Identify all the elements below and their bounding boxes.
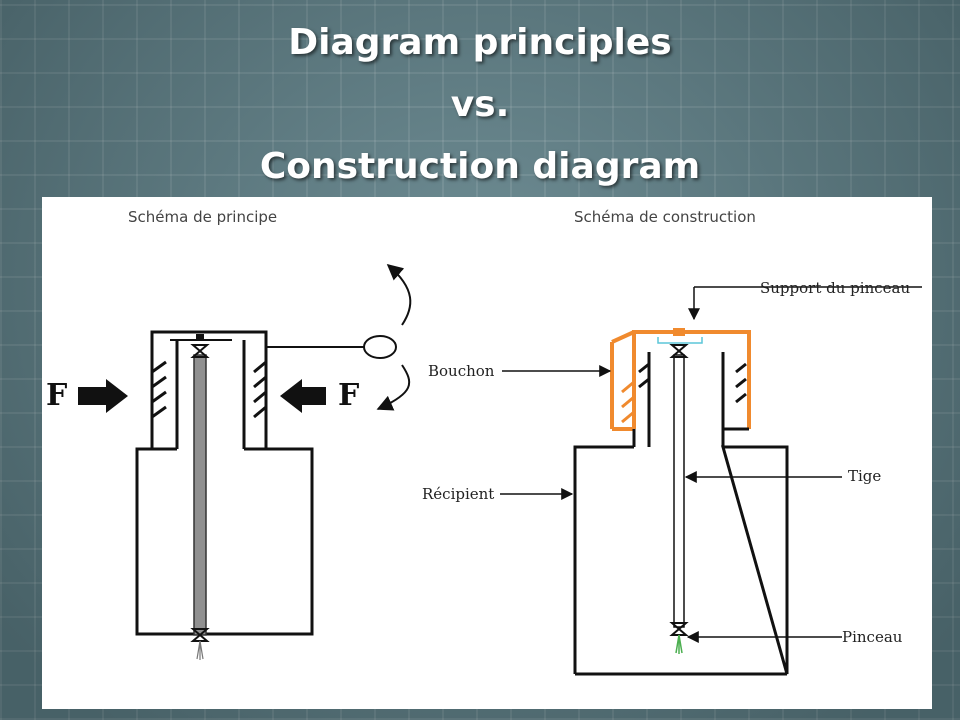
- construction-diagram: Schéma de construction: [422, 208, 922, 676]
- principle-bottom-joint: [190, 628, 210, 642]
- construction-brush-support: [657, 337, 703, 344]
- force-arrow-right: [280, 379, 326, 413]
- construction-thread: [638, 362, 747, 404]
- construction-brush: [675, 634, 683, 654]
- construction-top-joint: [669, 344, 689, 358]
- principle-thread-right: [253, 360, 267, 419]
- construction-cap: [632, 330, 751, 429]
- rotation-arrow-up: [386, 263, 412, 326]
- diagram-panel: Schéma de principe: [42, 197, 932, 709]
- force-arrow-left: [78, 379, 128, 413]
- label-support: Support du pinceau: [760, 279, 910, 297]
- construction-caption: Schéma de construction: [574, 208, 756, 226]
- rotation-arrow-down: [376, 364, 411, 411]
- principle-caption: Schéma de principe: [128, 208, 277, 226]
- force-label-right: F: [338, 378, 359, 413]
- label-bouchon: Bouchon: [428, 362, 495, 380]
- principle-rod: [193, 354, 207, 636]
- principle-top-joint: [190, 344, 210, 358]
- construction-bottom-joint: [669, 622, 689, 636]
- title-line-1: Diagram principles: [288, 22, 672, 63]
- slide-title: Diagram principles vs. Construction diag…: [0, 12, 960, 198]
- title-line-2: vs.: [450, 84, 510, 125]
- construction-rod: [673, 354, 685, 628]
- diagram-canvas: Schéma de principe: [46, 208, 922, 676]
- principle-diagram: Schéma de principe: [46, 208, 412, 660]
- title-line-3: Construction diagram: [259, 146, 701, 187]
- label-recipient: Récipient: [422, 485, 494, 503]
- force-label-left: F: [46, 378, 67, 413]
- principle-brush-tip: [196, 640, 204, 660]
- rotation-loop: [363, 335, 397, 359]
- construction-container-outline: [573, 445, 789, 676]
- label-tige: Tige: [848, 467, 881, 485]
- label-pinceau: Pinceau: [842, 628, 903, 646]
- principle-thread-left: [151, 360, 167, 419]
